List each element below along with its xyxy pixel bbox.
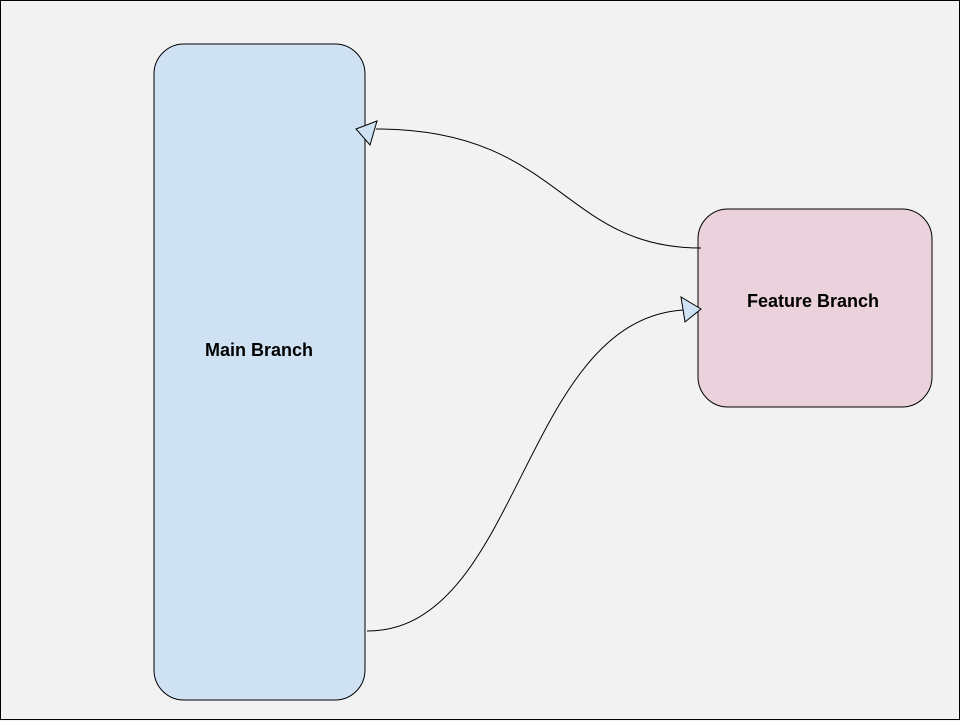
edge-main-to-feature[interactable] [366,296,702,632]
node-feature-branch[interactable]: Feature Branch [697,208,933,408]
branch-connector[interactable] [366,309,684,632]
branch-arrowhead-icon [680,296,702,323]
merge-arrowhead-icon [355,120,378,147]
feature-branch-label: Feature Branch [747,291,879,311]
node-main-branch[interactable]: Main Branch [153,43,366,701]
main-branch-label: Main Branch [205,340,313,360]
main-branch-box[interactable] [153,43,366,701]
merge-connector[interactable] [375,128,702,249]
edge-feature-to-main[interactable] [355,120,702,249]
